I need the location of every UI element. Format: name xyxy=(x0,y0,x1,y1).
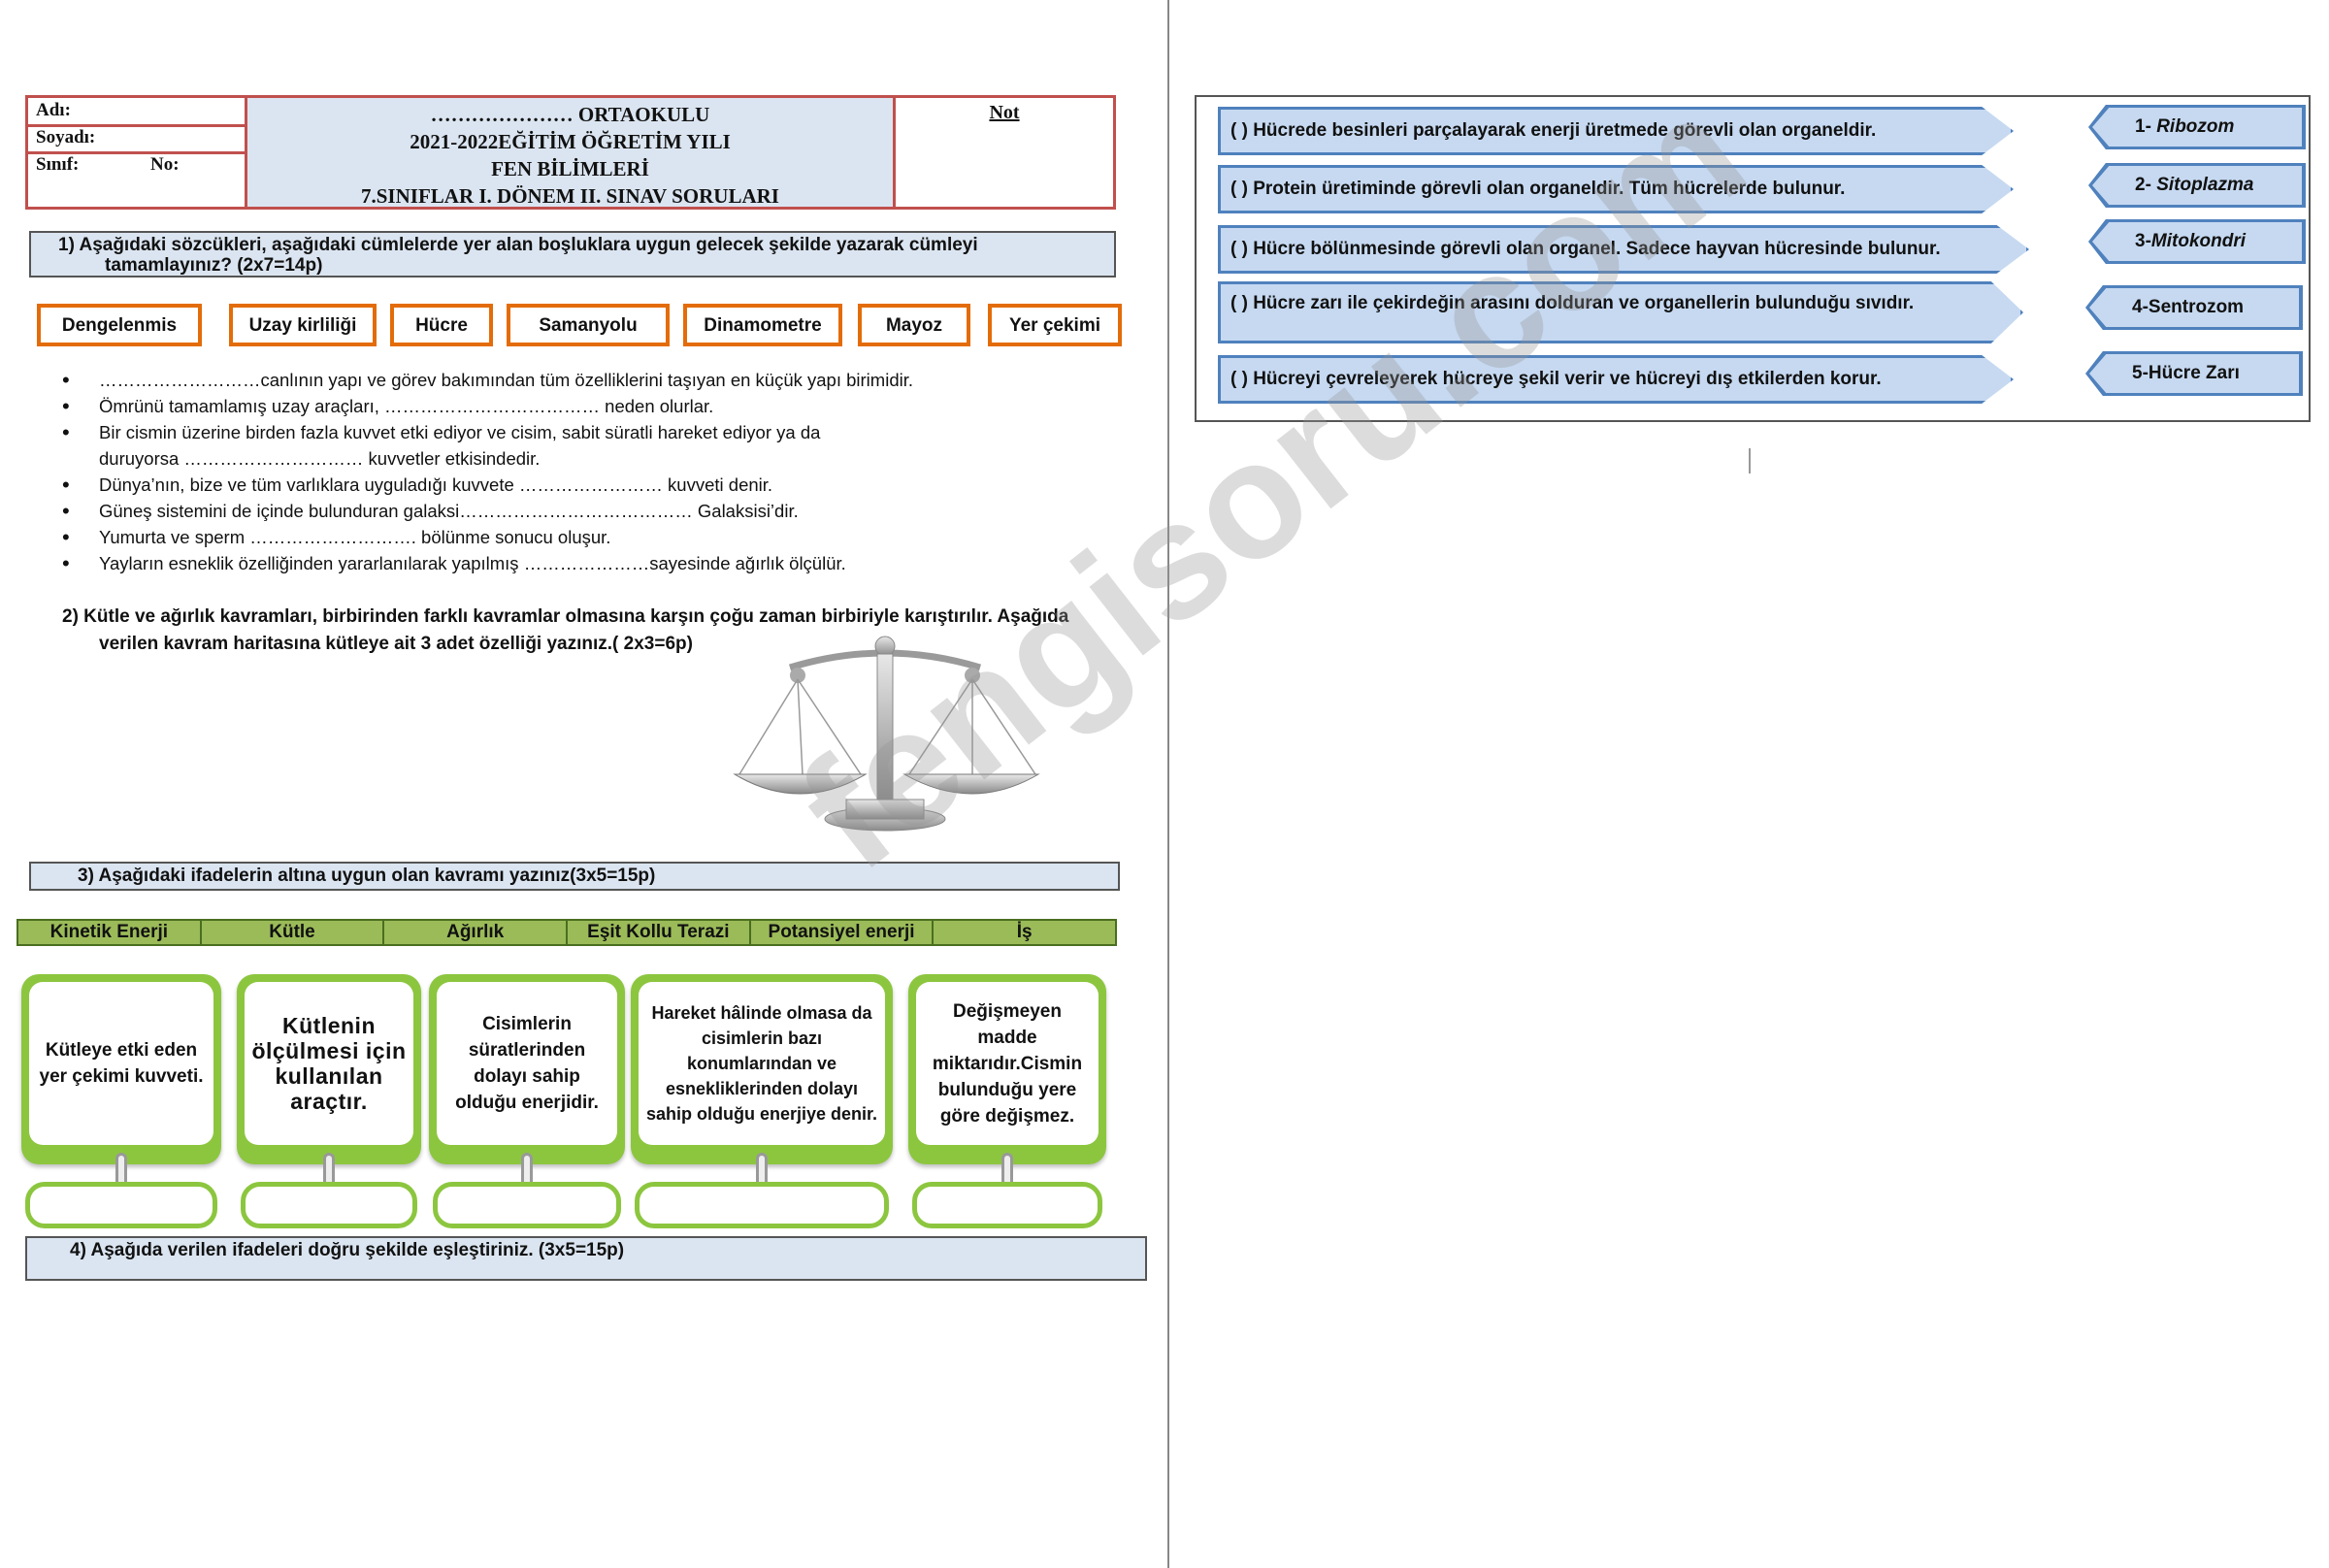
sentence-item: Yayların esneklik özelliğinden yararlanı… xyxy=(62,550,1013,576)
answer-field[interactable] xyxy=(25,1182,217,1228)
grade-label: Not xyxy=(989,102,1020,123)
class-row: Sınıf: No: xyxy=(28,154,245,181)
word-box: Yer çekimi xyxy=(988,304,1122,346)
definition-card: Değişmeyen madde miktarıdır.Cismin bulun… xyxy=(908,974,1106,1230)
concept-cell: Kinetik Enerji xyxy=(18,921,202,944)
q1-prompt-line2: tamamlayınız? (2x7=14p) xyxy=(105,255,323,276)
sentence-item: Yumurta ve sperm ………………………. bölünme sonu… xyxy=(62,524,1013,550)
definition-card: Kütleye etki eden yer çekimi kuvveti. xyxy=(21,974,221,1230)
card-text: Kütlenin ölçülmesi için kullanılan araçt… xyxy=(245,982,413,1145)
sentence-item: Ömrünü tamamlamış uzay araçları, …………………… xyxy=(62,393,1013,419)
q4-prompt: 4) Aşağıda verilen ifadeleri doğru şekil… xyxy=(25,1236,1147,1281)
statement-arrow: ( ) Hücrede besinleri parçalayarak enerj… xyxy=(1218,107,2014,155)
concept-row: Kinetik Enerji Kütle Ağırlık Eşit Kollu … xyxy=(16,919,1117,946)
school-name: ………………… ORTAOKULU xyxy=(430,103,710,126)
q2-line2: verilen kavram haritasına kütleye ait 3 … xyxy=(99,634,693,654)
definition-card: Hareket hâlinde olmasa da cisimlerin baz… xyxy=(631,974,893,1230)
sentence-item: Dünya’nın, bize ve tüm varlıklara uygula… xyxy=(62,472,1013,498)
sentence-item: Bir cismin üzerine birden fazla kuvvet e… xyxy=(62,419,1013,445)
sentence-item: ………………………canlının yapı ve görev bakımınd… xyxy=(62,367,1013,393)
matching-panel: ( ) Hücrede besinleri parçalayarak enerj… xyxy=(1195,95,2311,422)
word-box: Dinamometre xyxy=(683,304,842,346)
definition-card: Kütlenin ölçülmesi için kullanılan araçt… xyxy=(237,974,421,1230)
name-label: Adı: xyxy=(28,100,245,127)
q1-prompt: 1) Aşağıdaki sözcükleri, aşağıdaki cümle… xyxy=(29,231,1116,278)
statement-arrow: ( ) Hücre zarı ile çekirdeğin arasını do… xyxy=(1218,281,2023,343)
term-arrow: 2- Sitoplazma xyxy=(2092,166,2302,205)
sentence-item-continued: duruyorsa ………………………… kuvvetler etkisinde… xyxy=(99,448,541,469)
word-box: Samanyolu xyxy=(507,304,670,346)
answer-field[interactable] xyxy=(635,1182,889,1228)
sentence-item: Güneş sistemini de içinde bulunduran gal… xyxy=(62,498,1013,524)
student-info: Adı: Soyadı: Sınıf: No: xyxy=(28,98,247,207)
term-arrow: 3-Mitokondri xyxy=(2092,222,2302,261)
text-cursor-mark xyxy=(1749,448,1751,474)
term-arrow: 5-Hücre Zarı xyxy=(2089,354,2299,393)
statement-arrow: ( ) Protein üretiminde görevli olan orga… xyxy=(1218,165,2014,213)
word-box: Dengelenmis xyxy=(37,304,202,346)
number-label: No: xyxy=(150,154,180,175)
card-text: Kütleye etki eden yer çekimi kuvveti. xyxy=(29,982,213,1145)
term-arrow: 4-Sentrozom xyxy=(2089,288,2299,327)
card-text: Hareket hâlinde olmasa da cisimlerin baz… xyxy=(639,982,885,1145)
concept-cell: Ağırlık xyxy=(384,921,569,944)
term-arrow: 1- Ribozom xyxy=(2092,108,2302,147)
answer-field[interactable] xyxy=(912,1182,1102,1228)
card-text: Cisimlerin süratlerinden dolayı sahip ol… xyxy=(437,982,617,1145)
concept-cell: Potansiyel enerji xyxy=(751,921,935,944)
q1-sentences: ………………………canlının yapı ve görev bakımınd… xyxy=(62,367,1013,576)
statement-arrow: ( ) Hücre bölünmesinde görevli olan orga… xyxy=(1218,225,2029,274)
balance-scale-icon xyxy=(733,636,1040,832)
word-box: Uzay kirliliği xyxy=(229,304,377,346)
definition-card: Cisimlerin süratlerinden dolayı sahip ol… xyxy=(429,974,625,1230)
subject-name: FEN BİLİMLERİ xyxy=(491,157,649,180)
answer-field[interactable] xyxy=(241,1182,417,1228)
exam-header: Adı: Soyadı: Sınıf: No: ………………… ORTAOKUL… xyxy=(25,95,1116,210)
q2-prompt: 2) Kütle ve ağırlık kavramları, birbirin… xyxy=(62,604,1130,658)
surname-label: Soyadı: xyxy=(28,127,245,154)
school-year: 2021-2022EĞİTİM ÖĞRETİM YILI xyxy=(410,130,731,153)
concept-cell: Eşit Kollu Terazi xyxy=(568,921,751,944)
answer-field[interactable] xyxy=(433,1182,621,1228)
q2-line1: 2) Kütle ve ağırlık kavramları, birbirin… xyxy=(62,606,1069,627)
concept-cell: İş xyxy=(1016,922,1033,942)
card-text: Değişmeyen madde miktarıdır.Cismin bulun… xyxy=(916,982,1099,1145)
exam-name: 7.SINIFLAR I. DÖNEM II. SINAV SORULARI xyxy=(361,184,779,208)
q3-prompt: 3) Aşağıdaki ifadelerin altına uygun ola… xyxy=(29,862,1120,891)
class-label: Sınıf: xyxy=(36,154,80,175)
exam-title-block: ………………… ORTAOKULU 2021-2022EĞİTİM ÖĞRETİ… xyxy=(247,98,896,208)
statement-arrow: ( ) Hücreyi çevreleyerek hücreye şekil v… xyxy=(1218,355,2014,404)
concept-cell: Kütle xyxy=(202,921,385,944)
word-box: Mayoz xyxy=(858,304,970,346)
page-divider xyxy=(1167,0,1169,1568)
word-box: Hücre xyxy=(390,304,493,346)
q1-prompt-line1: 1) Aşağıdaki sözcükleri, aşağıdaki cümle… xyxy=(58,235,978,255)
